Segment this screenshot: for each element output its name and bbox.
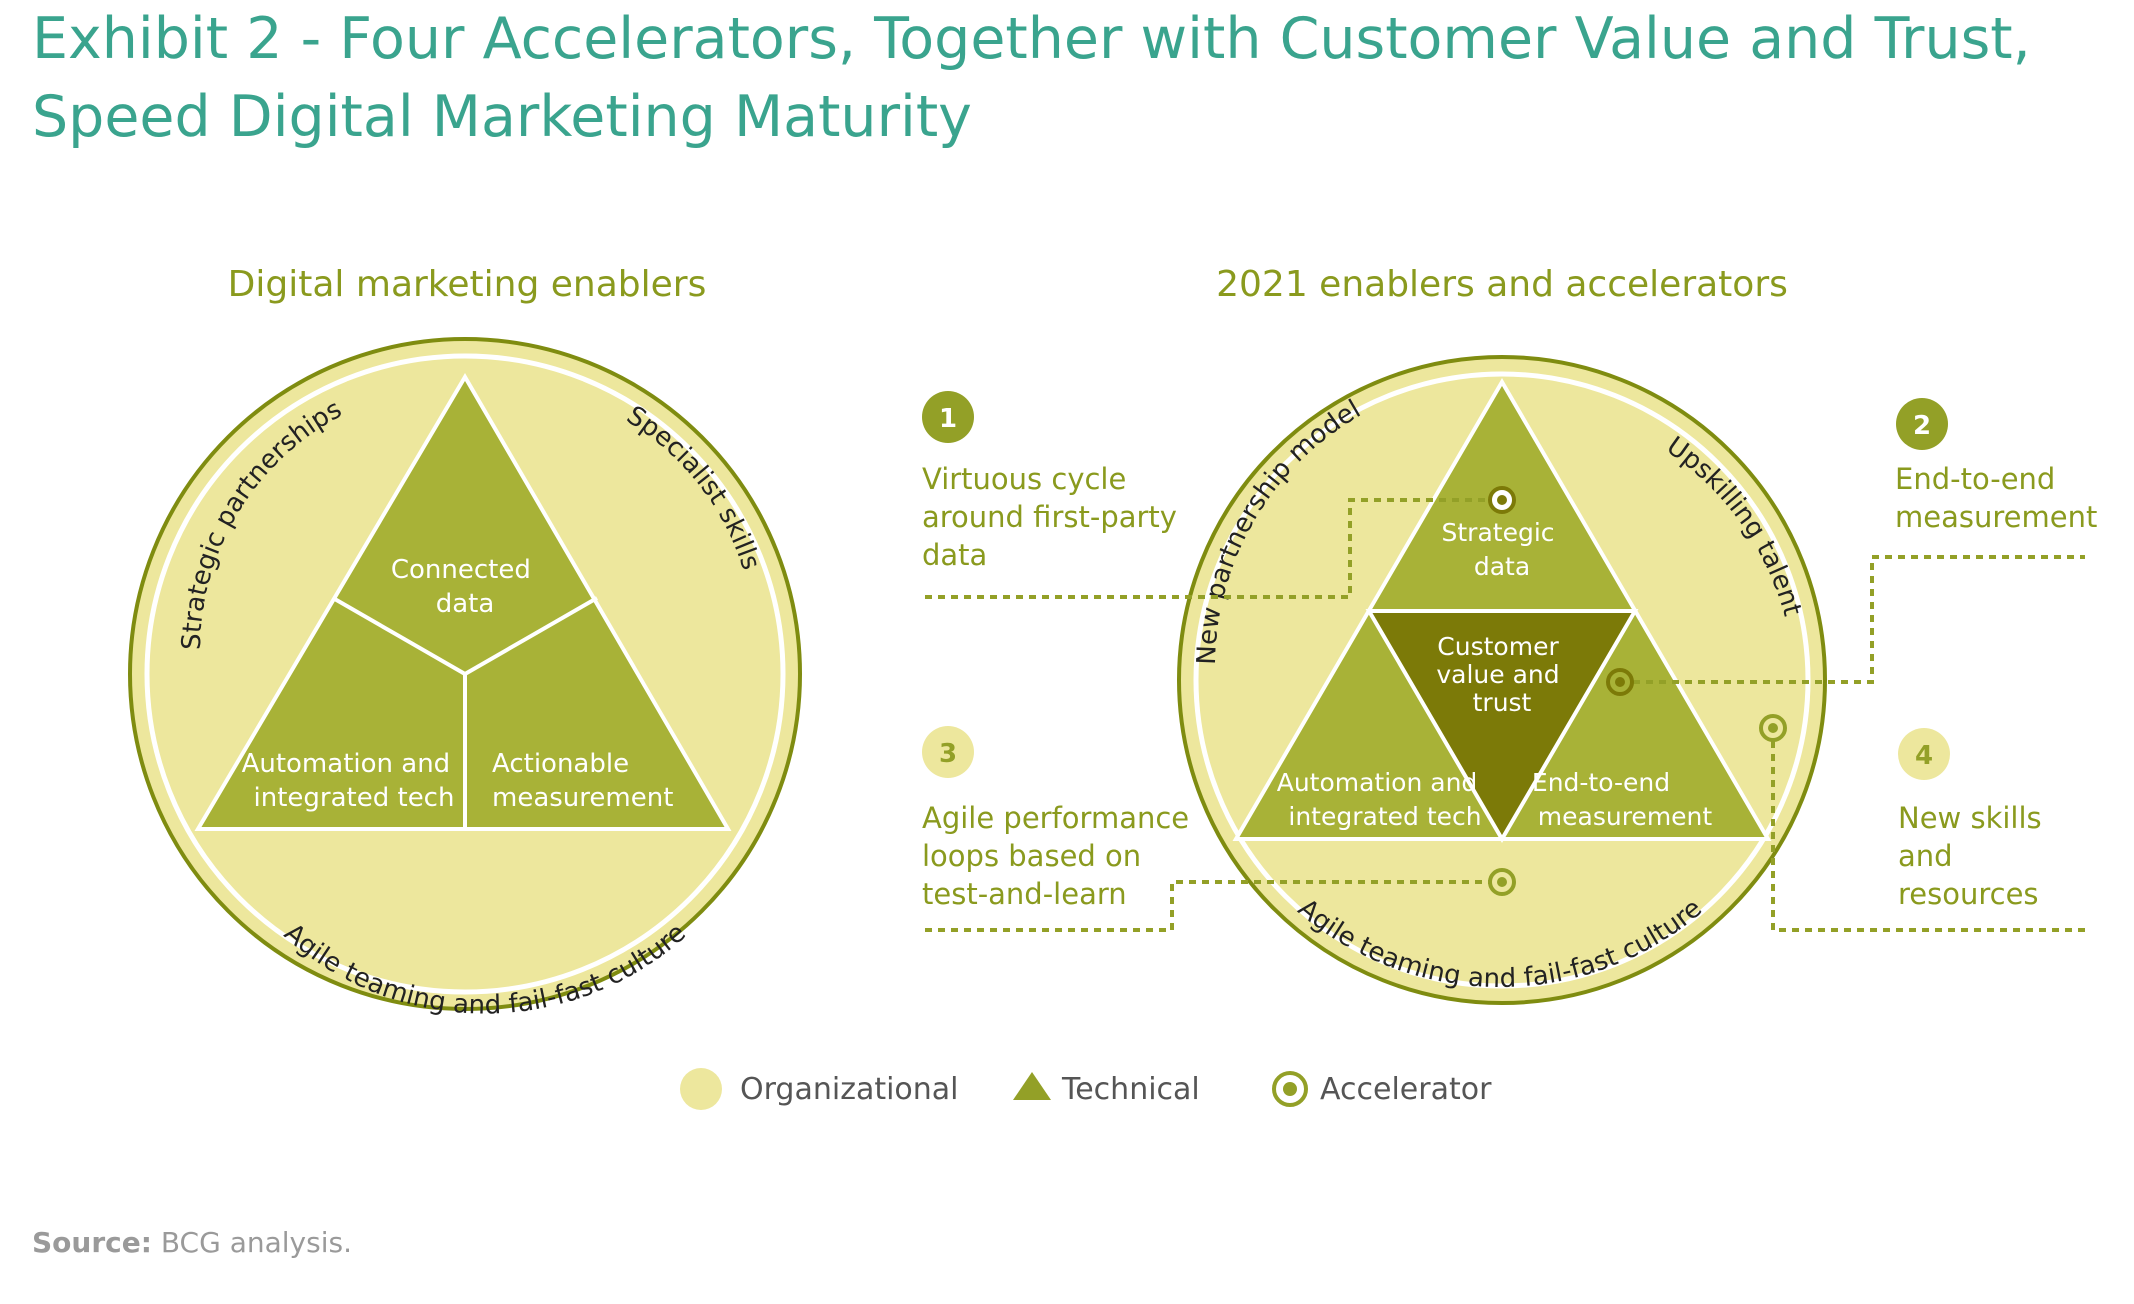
accelerator-1-number: 1 bbox=[939, 404, 957, 434]
legend-technical-label: Technical bbox=[1061, 1072, 1200, 1107]
accelerator-4: 4 New skills and resources bbox=[1898, 728, 2051, 911]
connector-1 bbox=[925, 498, 1502, 599]
accelerator-3-text: Agile performance loops based on test-an… bbox=[922, 801, 1198, 911]
right-automation-label: Automation and integrated tech bbox=[1277, 768, 1486, 831]
title-line-2: Speed Digital Marketing Maturity bbox=[32, 84, 972, 150]
connector-4 bbox=[1771, 728, 2085, 932]
accelerator-marker-2 bbox=[1606, 668, 1634, 696]
accelerator-1: 1 Virtuous cycle around first-party data bbox=[922, 391, 1186, 572]
accelerator-3: 3 Agile performance loops based on test-… bbox=[922, 726, 1198, 911]
accelerator-3-number: 3 bbox=[939, 739, 957, 769]
accelerator-marker-3 bbox=[1488, 868, 1516, 896]
accelerator-4-text: New skills and resources bbox=[1898, 801, 2051, 911]
left-automation-label: Automation and integrated tech bbox=[242, 749, 459, 813]
legend-accelerator-label: Accelerator bbox=[1320, 1072, 1492, 1107]
left-org-inner-ring bbox=[144, 353, 786, 995]
source-text: BCG analysis. bbox=[160, 1226, 352, 1259]
accelerator-2-number: 2 bbox=[1913, 411, 1931, 441]
legend-organizational-label: Organizational bbox=[740, 1072, 959, 1107]
legend: Organizational Technical Accelerator bbox=[680, 1068, 1492, 1110]
accelerator-marker-4 bbox=[1759, 714, 1787, 742]
legend-organizational-swatch bbox=[680, 1068, 722, 1110]
accelerator-4-badge bbox=[1898, 728, 1950, 780]
legend-technical-swatch bbox=[1013, 1072, 1051, 1100]
left-divider-1 bbox=[332, 596, 466, 676]
accelerator-3-badge bbox=[922, 726, 974, 778]
right-customer-value-triangle bbox=[1365, 609, 1639, 843]
exhibit-title: Exhibit 2 - Four Accelerators, Together … bbox=[32, 0, 2112, 156]
accelerator-4-number: 4 bbox=[1915, 741, 1933, 771]
accelerator-2: 2 End-to-end measurement bbox=[1895, 398, 2097, 534]
accelerator-2-badge bbox=[1896, 398, 1948, 450]
accelerator-marker-1 bbox=[1488, 486, 1516, 514]
title-line-1: Exhibit 2 - Four Accelerators, Together … bbox=[32, 6, 2031, 72]
right-end-to-end-label: End-to-end measurement bbox=[1532, 768, 1712, 831]
left-connected-data-label: Connected data bbox=[391, 555, 539, 619]
right-heading: 2021 enablers and accelerators bbox=[1216, 264, 1788, 305]
source-label: Source: bbox=[32, 1226, 152, 1259]
left-divider-2 bbox=[464, 596, 598, 676]
right-strategic-data-label: Strategic data bbox=[1442, 518, 1563, 581]
connector-3 bbox=[925, 880, 1502, 932]
left-heading: Digital marketing enablers bbox=[228, 264, 707, 305]
left-actionable-label: Actionable measurement bbox=[492, 749, 673, 813]
connector-2 bbox=[1620, 555, 2085, 684]
accelerator-2-text: End-to-end measurement bbox=[1895, 462, 2097, 534]
source-note: Source: BCG analysis. bbox=[32, 1226, 352, 1259]
right-customer-value-label: Customer value and trust bbox=[1436, 632, 1567, 717]
accelerator-1-text: Virtuous cycle around first-party data bbox=[922, 462, 1186, 572]
accelerator-connectors bbox=[925, 498, 2085, 932]
accelerator-1-badge bbox=[922, 391, 974, 443]
